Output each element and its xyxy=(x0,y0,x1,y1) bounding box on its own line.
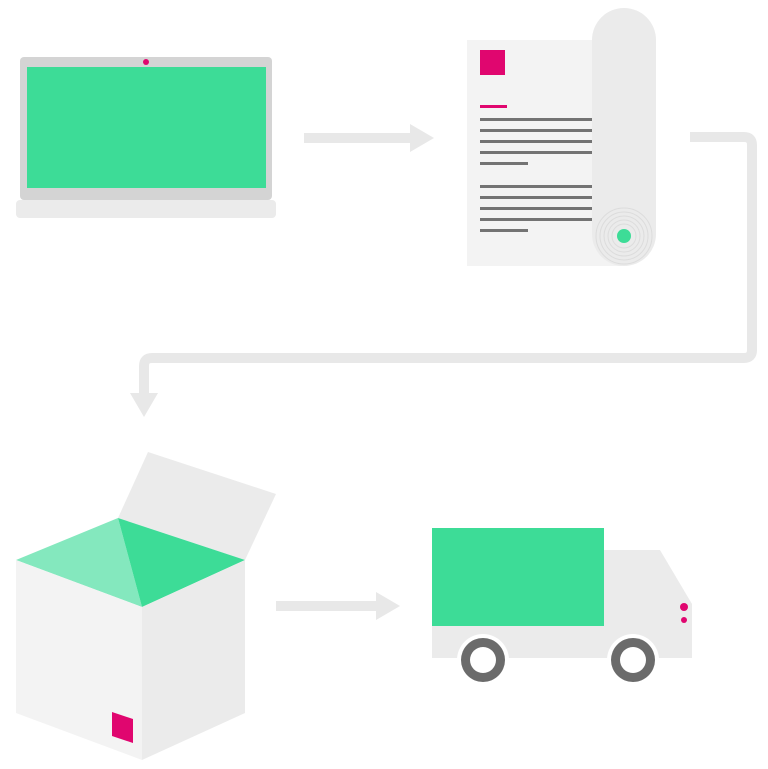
open-box-icon xyxy=(16,452,276,760)
truck-light-bottom xyxy=(681,617,687,623)
truck-wheel-rear xyxy=(457,634,509,686)
truck-light-top xyxy=(680,603,688,611)
box-flap xyxy=(118,452,276,560)
box-front-left xyxy=(16,560,142,760)
scroll-roll xyxy=(592,8,656,266)
laptop-base xyxy=(16,200,276,218)
box-front-right xyxy=(142,560,245,760)
box-inner-left xyxy=(16,518,142,607)
document-heading-line xyxy=(480,105,507,108)
box-inner-right xyxy=(118,518,245,607)
document-scroll-icon xyxy=(467,8,656,266)
laptop-icon xyxy=(16,57,276,218)
delivery-truck-icon xyxy=(432,528,692,686)
seal-icon xyxy=(595,207,653,265)
arrow-package-to-delivery xyxy=(276,592,400,620)
arrow-order-to-invoice xyxy=(304,124,434,152)
document-text-lines xyxy=(480,118,592,232)
arrow-invoice-to-package xyxy=(130,132,757,417)
document-logo-square xyxy=(480,50,505,75)
laptop-screen xyxy=(27,67,266,188)
box-label xyxy=(112,712,133,743)
truck-wheel-front xyxy=(607,634,659,686)
truck-cargo xyxy=(432,528,604,626)
laptop-camera xyxy=(143,59,149,65)
